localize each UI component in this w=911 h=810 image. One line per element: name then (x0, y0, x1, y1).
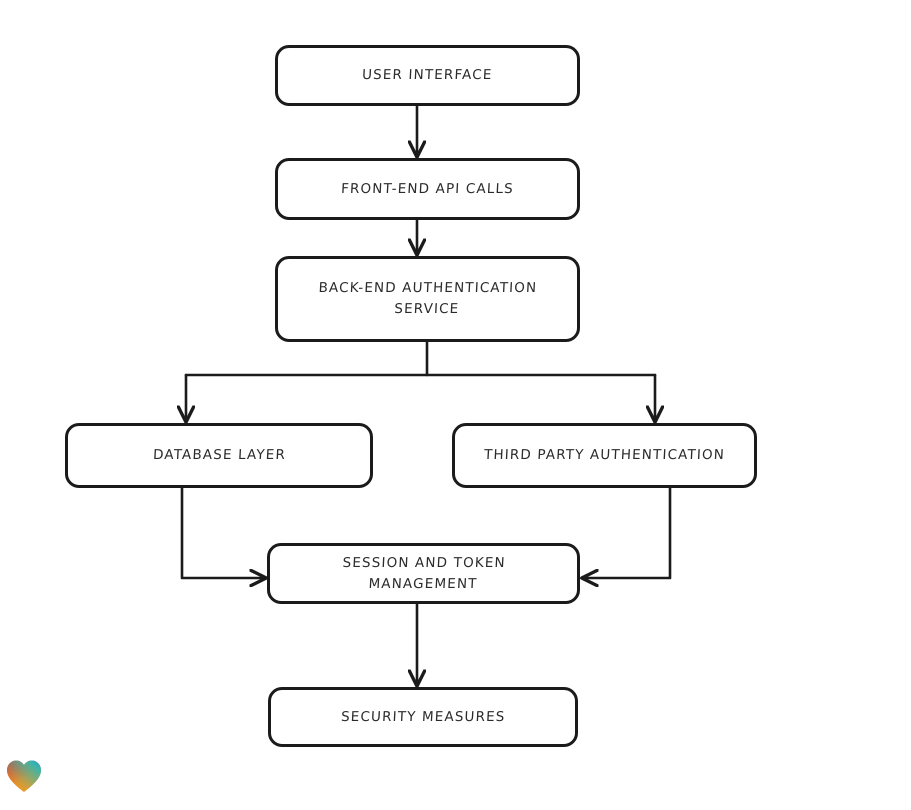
node-back-end-authentication-service[interactable]: Back-End Authentication Service (275, 256, 580, 342)
node-label-back-end-authentication-service: Back-End Authentication Service (318, 280, 538, 317)
node-label-third-party-authentication: Third Party Authentication (483, 447, 726, 464)
edge-thirdparty-to-session (584, 486, 672, 578)
heart-icon (7, 760, 41, 792)
node-database-layer[interactable]: Database Layer (65, 423, 373, 488)
node-third-party-authentication[interactable]: Third Party Authentication (452, 423, 757, 488)
node-front-end-api-calls[interactable]: Front-End API Calls (275, 158, 580, 220)
node-label-database-layer: Database Layer (152, 447, 286, 464)
node-user-interface[interactable]: User Interface (275, 45, 580, 106)
node-label-session-and-token-management: Session and Token Management (342, 554, 507, 592)
node-label-security-measures: Security Measures (340, 708, 506, 725)
node-security-measures[interactable]: Security Measures (268, 687, 578, 747)
node-session-and-token-management[interactable]: Session and Token Management (267, 543, 580, 604)
edge-database-to-session (180, 486, 264, 578)
node-label-front-end-api-calls: Front-End API Calls (340, 180, 515, 197)
node-label-user-interface: User Interface (361, 67, 494, 84)
